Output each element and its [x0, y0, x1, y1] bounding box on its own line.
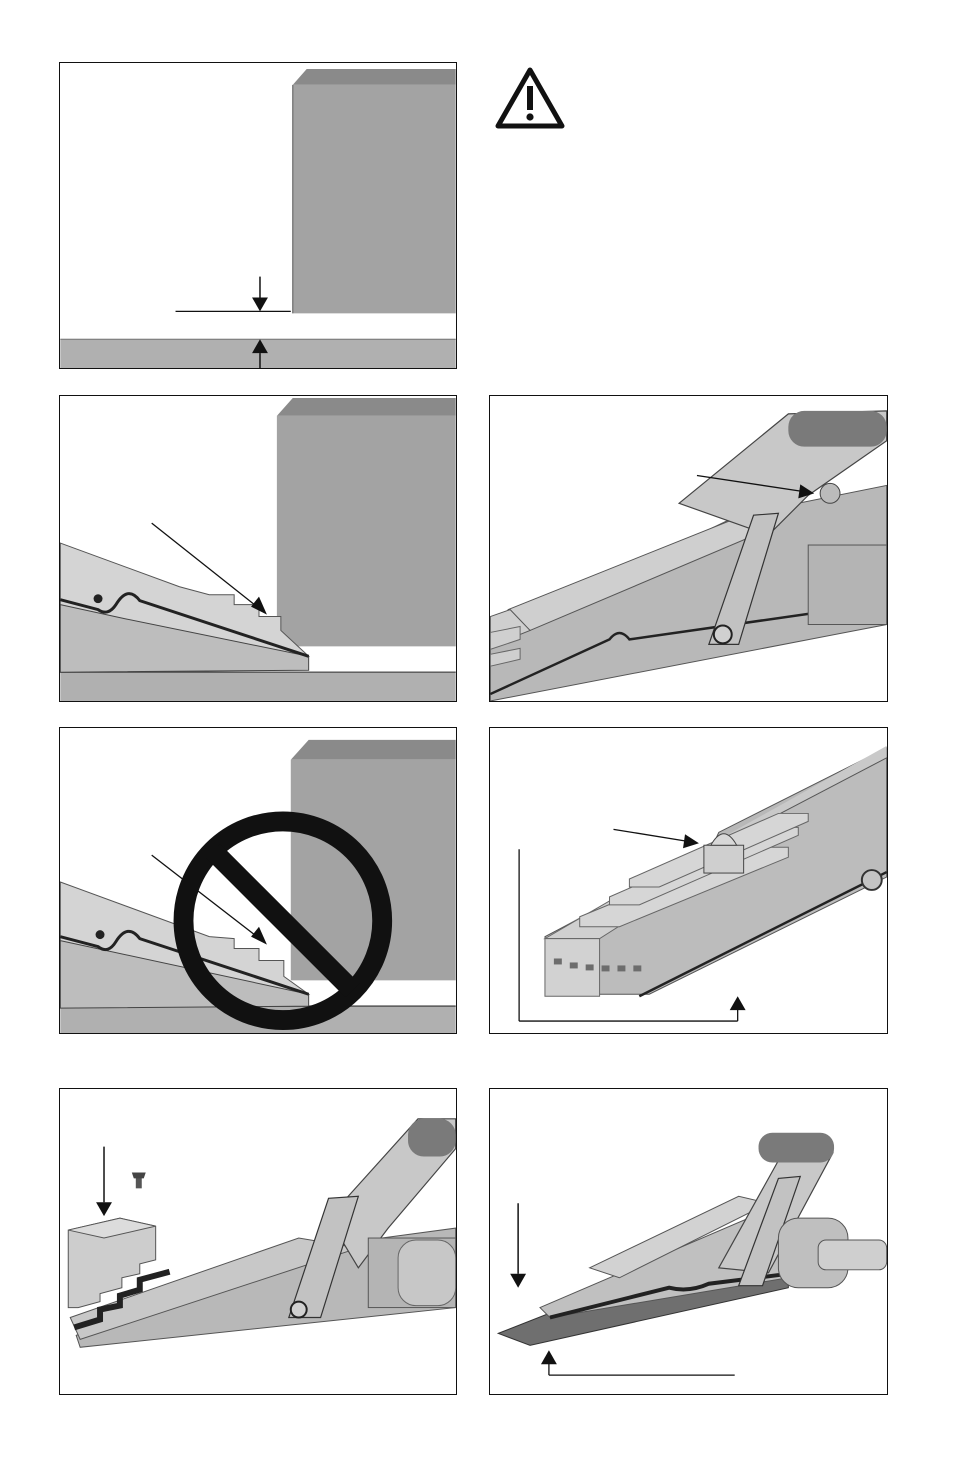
- figure-step-nut-detail: [489, 727, 888, 1034]
- figure-load-gap-clearance: [59, 62, 457, 369]
- warning-triangle-icon: [494, 66, 566, 130]
- step-nut-illustration: [490, 728, 887, 1033]
- figure-wedge-under-load: [59, 395, 457, 702]
- handle-locking-screw-illustration: [490, 396, 887, 701]
- arrow-down-icon: [96, 1202, 112, 1216]
- figure-toe-lift-insertion: [489, 1088, 888, 1395]
- screw-icon: [132, 1172, 146, 1178]
- figure-handle-locking-screw: [489, 395, 888, 702]
- wrong-use-illustration: [60, 728, 456, 1033]
- figure-wrong-use-prohibited: [59, 727, 457, 1034]
- figure-replace-step-block: [59, 1088, 457, 1395]
- replace-step-block-illustration: [60, 1089, 456, 1394]
- load-gap-illustration: [60, 63, 456, 368]
- arrow-down-icon: [510, 1274, 526, 1288]
- wedge-under-load-illustration: [60, 396, 456, 701]
- arrow-up-icon: [541, 1350, 557, 1364]
- arrow-up-icon: [730, 996, 746, 1010]
- toe-lift-illustration: [490, 1089, 887, 1394]
- arrow-icon: [683, 834, 699, 848]
- arrow-icon: [251, 927, 267, 945]
- arrow-down-icon: [252, 297, 268, 311]
